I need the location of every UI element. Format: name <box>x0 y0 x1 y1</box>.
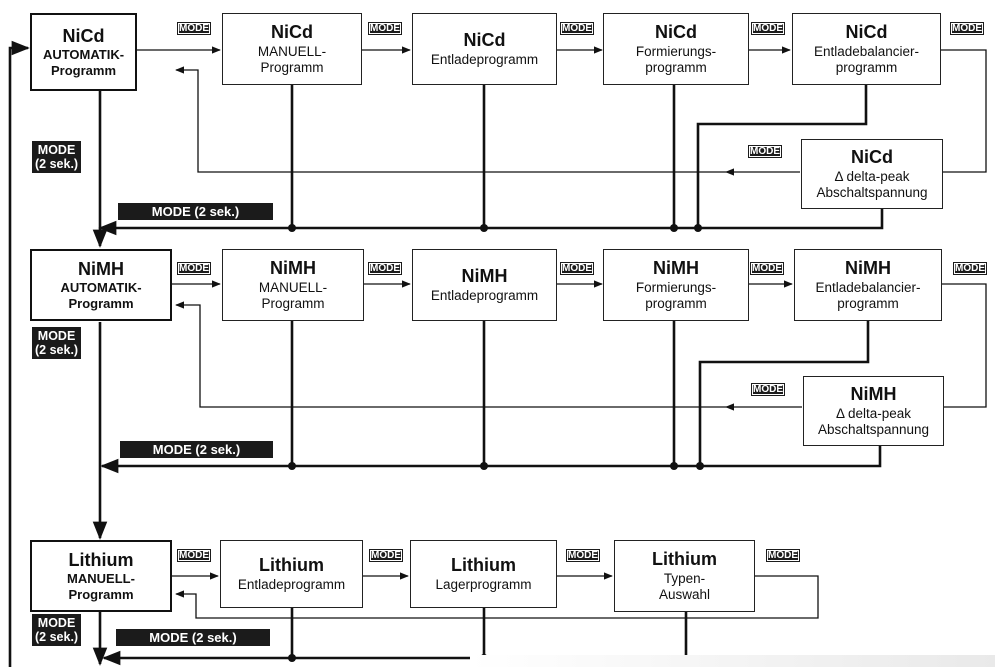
box-line: programm <box>645 59 707 75</box>
mode-label: MODE <box>953 262 987 275</box>
box-line: Δ delta-peak <box>834 168 910 184</box>
box-line: Programm <box>261 295 325 311</box>
mode-label: MODE <box>177 22 211 35</box>
mode-label: MODE <box>751 383 785 396</box>
box-nicd-automatik: NiCd AUTOMATIK- Programm <box>30 13 137 91</box>
box-line: programm <box>837 295 899 311</box>
box-line: Entladeprogramm <box>430 51 539 67</box>
box-lithium-lager: Lithium Lagerprogramm <box>410 540 557 608</box>
tag-line: MODE <box>37 143 76 157</box>
tag-line: MODE <box>37 329 76 343</box>
mode-label: MODE <box>748 145 782 158</box>
box-nicd-entlade: NiCd Entladeprogramm <box>412 13 557 85</box>
box-title: NiMH <box>850 384 897 405</box>
box-title: NiCd <box>845 22 888 43</box>
box-title: NiCd <box>851 147 893 168</box>
box-line: MANUELL- <box>67 571 135 587</box>
box-line: MANUELL- <box>257 43 327 59</box>
box-title: NiMH <box>653 258 699 279</box>
box-line: Entladeprogramm <box>430 287 539 303</box>
box-line: Abschaltspannung <box>816 184 928 200</box>
box-title: NiCd <box>62 26 105 47</box>
box-title: Lithium <box>259 555 324 576</box>
mode-2sek-tag: MODE (2 sek.) <box>32 327 82 359</box>
box-line: Programm <box>260 59 324 75</box>
box-title: NiMH <box>78 259 124 280</box>
mode-2sek-bar: MODE (2 sek.) <box>116 629 270 646</box>
mode-label: MODE <box>750 262 784 275</box>
box-title: NiMH <box>270 258 316 279</box>
box-line: Programm <box>68 295 134 311</box>
mode-2sek-tag: MODE (2 sek.) <box>32 141 82 173</box>
mode-label: MODE <box>560 262 594 275</box>
box-nimh-manuell: NiMH MANUELL- Programm <box>222 249 364 321</box>
box-line: AUTOMATIK- <box>60 280 142 296</box>
box-lithium-entlade: Lithium Entladeprogramm <box>220 540 363 608</box>
tag-line: MODE <box>37 616 76 630</box>
box-line: Formierungs- <box>635 43 717 59</box>
box-nimh-automatik: NiMH AUTOMATIK- Programm <box>30 249 172 321</box>
box-line: Auswahl <box>658 586 711 602</box>
page-shade <box>470 655 995 667</box>
tag-line: (2 sek.) <box>35 343 79 357</box>
tag-line: (2 sek.) <box>35 157 79 171</box>
box-line: AUTOMATIK- <box>42 47 125 63</box>
box-nicd-balancier: NiCd Entladebalancier- programm <box>792 13 941 85</box>
box-nimh-delta-peak: NiMH Δ delta-peak Abschaltspannung <box>803 376 944 446</box>
box-line: programm <box>835 59 898 75</box>
box-line: Δ delta-peak <box>835 405 912 421</box>
mode-label: MODE <box>368 22 402 35</box>
mode-label: MODE <box>369 549 403 562</box>
box-line: Typen- <box>663 570 706 586</box>
box-line: Entladebalancier- <box>813 43 920 59</box>
mode-label: MODE <box>950 22 984 35</box>
box-line: Entladeprogramm <box>237 576 346 592</box>
mode-label: MODE <box>177 549 211 562</box>
box-line: Abschaltspannung <box>817 421 930 437</box>
box-lithium-typen: Lithium Typen- Auswahl <box>614 540 755 612</box>
box-nicd-manuell: NiCd MANUELL- Programm <box>222 13 362 85</box>
mode-2sek-bar: MODE (2 sek.) <box>120 441 273 458</box>
mode-2sek-tag: MODE (2 sek.) <box>32 614 82 646</box>
box-line: programm <box>645 295 707 311</box>
box-line: Programm <box>68 586 134 602</box>
box-title: Lithium <box>652 549 717 570</box>
box-title: Lithium <box>451 555 516 576</box>
box-title: Lithium <box>68 550 134 571</box>
box-nicd-delta-peak: NiCd Δ delta-peak Abschaltspannung <box>801 139 943 209</box>
box-title: NiMH <box>845 258 891 279</box>
box-nicd-formierung: NiCd Formierungs- programm <box>603 13 749 85</box>
box-line: Entladebalancier- <box>815 279 921 295</box>
mode-label: MODE <box>560 22 594 35</box>
mode-2sek-bar: MODE (2 sek.) <box>118 203 273 220</box>
box-line: Formierungs- <box>635 279 717 295</box>
box-nimh-balancier: NiMH Entladebalancier- programm <box>794 249 942 321</box>
mode-label: MODE <box>368 262 402 275</box>
box-nimh-entlade: NiMH Entladeprogramm <box>412 249 557 321</box>
box-title: NiCd <box>655 22 697 43</box>
box-title: NiMH <box>461 266 508 287</box>
mode-label: MODE <box>766 549 800 562</box>
box-title: NiCd <box>463 30 506 51</box>
box-line: Programm <box>50 62 117 78</box>
box-line: Lagerprogramm <box>435 576 532 592</box>
box-title: NiCd <box>271 22 313 43</box>
mode-label: MODE <box>177 262 211 275</box>
mode-label: MODE <box>751 22 785 35</box>
box-lithium-manuell: Lithium MANUELL- Programm <box>30 540 172 612</box>
mode-label: MODE <box>566 549 600 562</box>
box-line: MANUELL- <box>258 279 328 295</box>
box-nimh-formierung: NiMH Formierungs- programm <box>603 249 749 321</box>
tag-line: (2 sek.) <box>35 630 79 644</box>
